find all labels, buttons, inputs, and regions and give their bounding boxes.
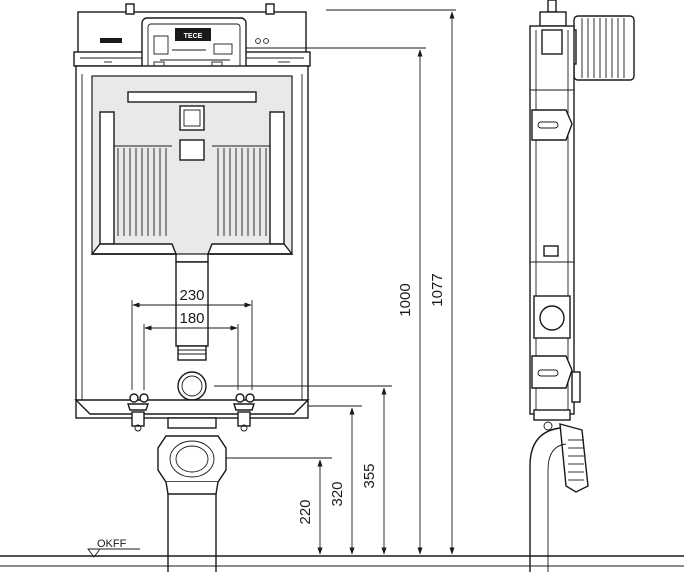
side-actuator-block (569, 15, 635, 81)
side-bracket-upper (531, 109, 573, 141)
drain-elbow (157, 417, 227, 572)
side-round-port (539, 305, 565, 331)
bottom-tray (74, 399, 310, 415)
side-notch (543, 245, 559, 257)
brand-logo: TECE (184, 33, 203, 40)
side-frame (529, 25, 575, 415)
rail-hole-2 (263, 38, 269, 44)
side-view (529, 0, 635, 572)
top-bolt-right (265, 3, 275, 15)
floor-label: OKFF (97, 538, 127, 550)
dim-label-320: 320 (329, 481, 346, 506)
top-bolt-left (125, 3, 135, 15)
dim-label-180: 180 (179, 310, 204, 327)
dim-label-220: 220 (297, 499, 314, 524)
side-top-cap (539, 11, 567, 27)
dim-label-1000: 1000 (397, 283, 414, 316)
side-bracket-lower (531, 355, 573, 389)
ribs-left (99, 111, 172, 245)
mounting-stud-left (127, 393, 149, 432)
flush-pipe (175, 261, 209, 347)
ribs-right (212, 111, 285, 245)
side-drain-elbow (559, 423, 589, 493)
dim-label-230: 230 (179, 287, 204, 304)
dim-label-355: 355 (361, 463, 378, 488)
side-pipe-outer (529, 427, 561, 572)
height-dimensions: 1077 1000 355 320 220 OKFF (0, 9, 684, 567)
front-view: TECE (73, 3, 311, 572)
valve-housing (179, 139, 205, 161)
rail-label-plate (100, 38, 122, 43)
mounting-stud-right (233, 393, 255, 432)
brand-logo-box (175, 28, 211, 41)
dim-label-1077: 1077 (429, 273, 446, 306)
cistern-top-bar (127, 91, 257, 103)
rail-hole-1 (255, 38, 261, 44)
